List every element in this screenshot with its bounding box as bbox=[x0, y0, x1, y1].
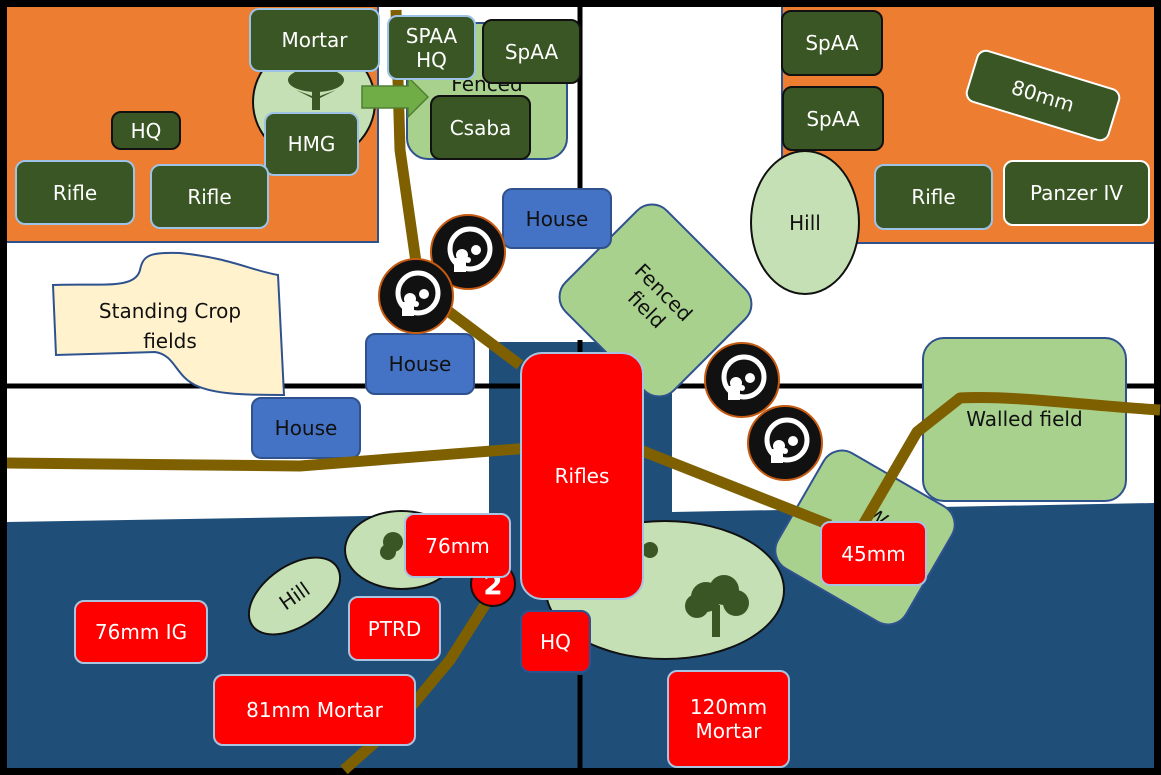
road bbox=[637, 444, 833, 531]
skull-glyph bbox=[395, 270, 441, 316]
german-unit-rifle[interactable]: Rifle bbox=[15, 160, 135, 225]
skull-glyph bbox=[764, 417, 810, 463]
skull-glyph bbox=[721, 354, 767, 400]
soviet-unit-hq[interactable]: HQ bbox=[520, 610, 591, 673]
tree-icon bbox=[288, 68, 344, 110]
skull-glyph bbox=[447, 226, 493, 272]
soviet-unit-rifles[interactable]: Rifles bbox=[520, 352, 644, 600]
hill-ne: Hill bbox=[750, 150, 860, 295]
road bbox=[855, 391, 1161, 533]
soviet-unit-76mm[interactable]: 76mm bbox=[404, 513, 511, 578]
soviet-unit-76mm-ig[interactable]: 76mm IG bbox=[74, 600, 208, 664]
road bbox=[390, 9, 524, 370]
german-unit-hq[interactable]: HQ bbox=[111, 111, 181, 150]
walled-field: Walled field bbox=[922, 337, 1127, 502]
german-unit-csaba[interactable]: Csaba bbox=[430, 95, 531, 160]
crop-field-label: Standing Crop fields bbox=[98, 299, 242, 353]
german-unit-rifle[interactable]: Rifle bbox=[874, 164, 993, 230]
soviet-unit-81mm-mortar[interactable]: 81mm Mortar bbox=[213, 674, 416, 746]
house: House bbox=[251, 397, 361, 459]
tree-icon bbox=[685, 575, 749, 637]
house: House bbox=[502, 188, 612, 249]
house: House bbox=[365, 333, 475, 395]
tree-icon bbox=[380, 532, 403, 560]
german-unit-spaa[interactable]: SpAA bbox=[482, 19, 581, 84]
german-unit-rifle[interactable]: Rifle bbox=[150, 164, 269, 229]
road bbox=[6, 442, 531, 472]
german-unit-spaa[interactable]: SpAA bbox=[781, 10, 883, 76]
german-unit-spaa-hq[interactable]: SPAA HQ bbox=[387, 15, 476, 80]
german-unit-panzer-iv[interactable]: Panzer IV bbox=[1003, 160, 1150, 226]
german-unit-spaa[interactable]: SpAA bbox=[782, 86, 884, 151]
soviet-unit-ptrd[interactable]: PTRD bbox=[348, 596, 441, 661]
soviet-unit-120mm-mortar[interactable]: 120mm Mortar bbox=[667, 670, 790, 768]
soviet-unit-45mm[interactable]: 45mm bbox=[820, 521, 927, 586]
german-unit-hmg[interactable]: HMG bbox=[264, 112, 359, 176]
german-unit-mortar[interactable]: Mortar bbox=[249, 8, 380, 72]
tree-icon bbox=[642, 542, 658, 558]
